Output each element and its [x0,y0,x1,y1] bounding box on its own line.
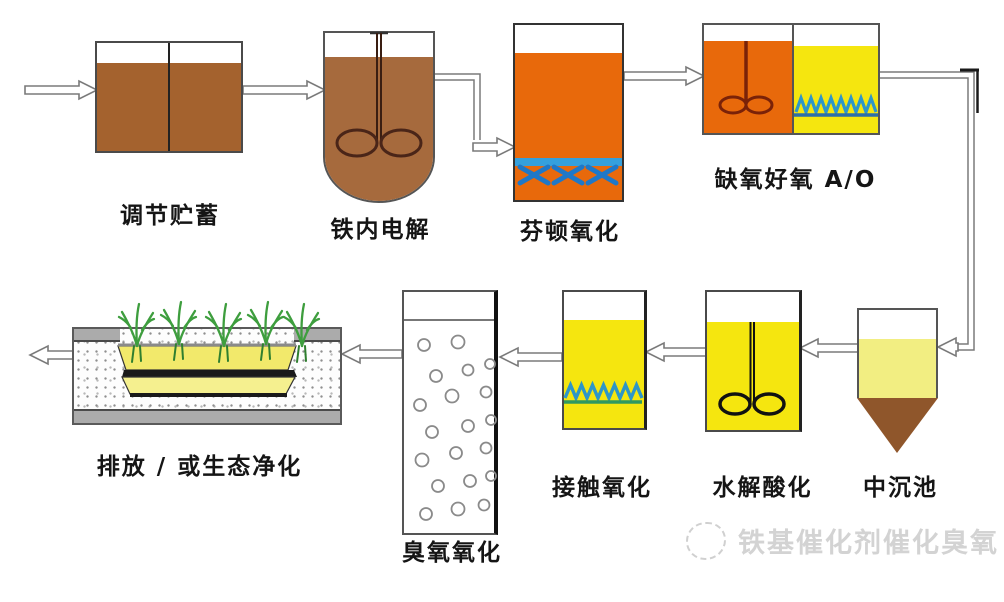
label-hydrolysis-acidification: 水解酸化 [712,475,813,501]
label-intermediate-settling: 中沉池 [863,475,938,501]
label-contact-oxidation: 接触氧化 [552,475,652,501]
wetland-basin [117,343,297,397]
watermark-logo-icon [686,521,726,560]
aeration-diffuser-contact [563,380,644,404]
label-discharge-ecological: 排放 / 或生态净化 [96,454,303,480]
tank-intermediate-settling [857,308,938,398]
flow-arrow-ozone-to-wetland [340,343,403,365]
column-ozone-oxidation [402,290,498,535]
settled-water [859,339,936,398]
anoxic-zone-liquid [704,41,792,133]
label-fenton-oxidation: 芬顿氧化 [520,219,620,245]
flow-arrow-settling-to-hydrolysis [798,337,859,359]
watermark-text: 铁基催化剂催化臭氧 [738,528,999,559]
liquid-level-line [404,319,494,321]
constructed-wetland [72,300,342,425]
flow-arrow-fenton-to-ao [623,65,706,87]
stirrer-hydrolysis [718,322,786,416]
left-berm-cap [74,329,120,342]
label-anoxic-aerobic-ao: 缺氧好氧 A/O [714,167,877,193]
pipe-ao-to-settling [880,68,979,358]
tank-divider [168,43,170,151]
aeration-diffuser-aerobic [794,93,878,117]
tank-regulating-storage [95,41,243,153]
flow-arrow-hydrolysis-to-contact [644,341,707,363]
ao-divider [792,25,794,133]
stirrer-electrolysis [335,31,423,158]
aerobic-zone-liquid [794,46,878,133]
ao-internals [718,41,878,117]
aeration-diffuser-fenton [515,158,622,186]
contact-oxidation-liquid [564,320,644,428]
discharge-flow-arrow [28,344,74,366]
watermark: 铁基催化剂催化臭氧 [686,521,999,560]
flow-arrow-storage-to-electrolysis [242,79,327,101]
pipe-electrolysis-to-fenton [435,73,517,158]
electrolysis-liquid [325,57,433,201]
label-ozone-oxidation: 臭氧氧化 [402,540,502,566]
stirrer-anoxic [718,41,774,115]
ground-band [74,409,340,423]
sludge-cone [857,398,938,453]
inlet-flow-arrow [24,79,99,101]
tank-contact-oxidation [562,290,647,430]
wetland-plants [117,300,321,364]
vessel-iron-electrolysis [323,31,435,203]
label-iron-electrolysis: 铁内电解 [330,217,431,243]
ozone-bubbles [413,334,497,521]
flow-arrow-contact-to-ozone [498,346,563,368]
label-regulating-storage: 调节贮蓄 [120,203,220,229]
